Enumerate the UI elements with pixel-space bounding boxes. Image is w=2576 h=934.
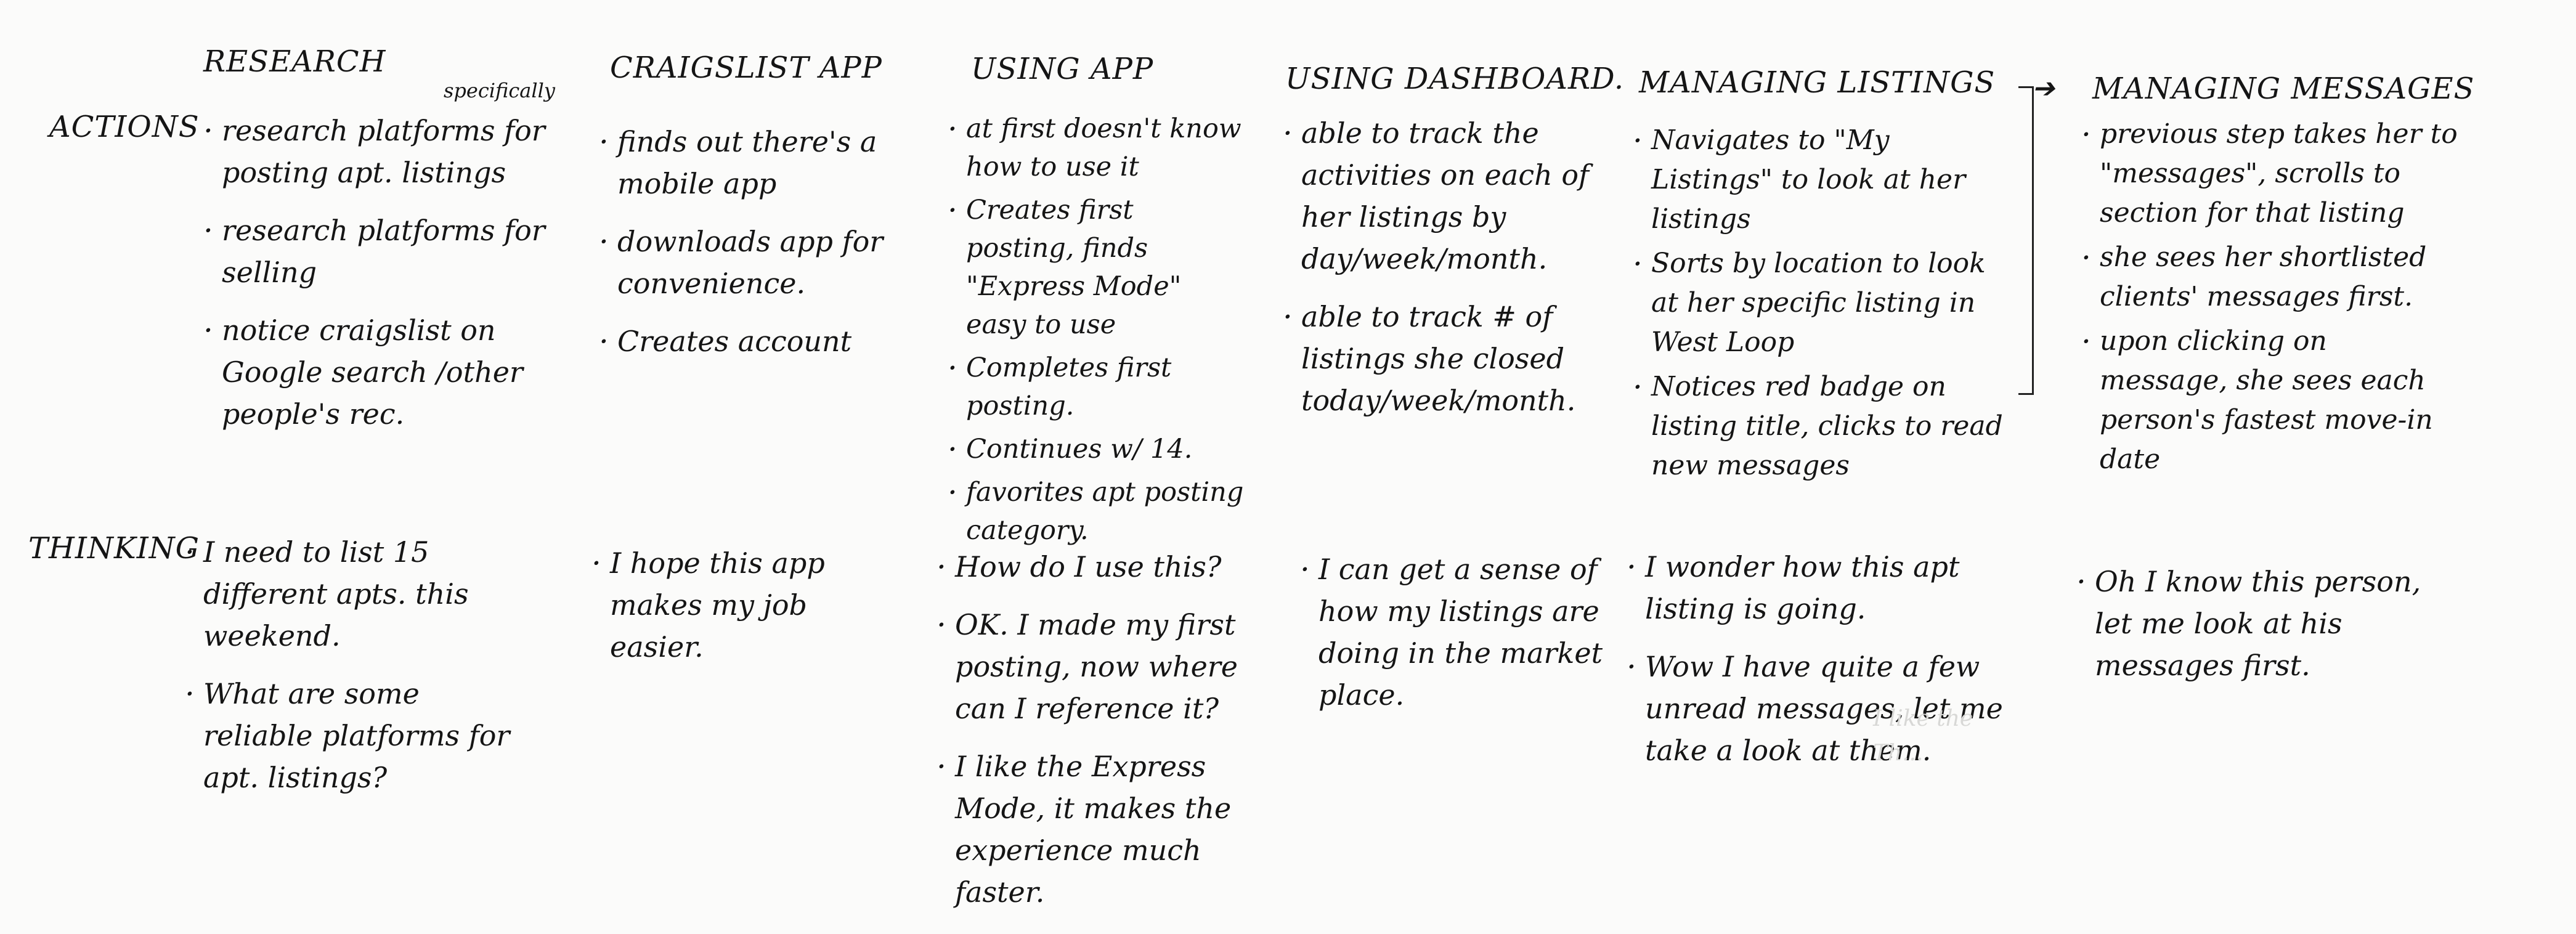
using-dashboard-thinking: I can get a sense of how my listings are…	[1300, 548, 1614, 732]
note: finds out there's a mobile app	[599, 121, 901, 205]
note: downloads app for convenience.	[599, 221, 901, 304]
note: I can get a sense of how my listings are…	[1300, 548, 1614, 716]
using-app-actions: at first doesn't know how to use it Crea…	[948, 110, 1249, 554]
note: she sees her shortlisted clients' messag…	[2081, 238, 2463, 317]
note: How do I use this?	[937, 546, 1269, 588]
managing-messages-thinking: Oh I know this person, let me look at hi…	[2076, 561, 2446, 702]
using-dashboard-actions: able to track the activities on each of …	[1283, 112, 1603, 437]
bleed-through-text: Th...	[1873, 741, 1924, 766]
note: I wonder how this apt listing is going.	[1627, 546, 2009, 630]
annotation-specifically: specifically	[444, 79, 555, 102]
column-title-research: RESEARCH	[203, 44, 386, 79]
note: Sorts by location to look at her specifi…	[1633, 244, 2015, 362]
note: research platforms for posting apt. list…	[203, 110, 573, 193]
note: Creates account	[599, 320, 901, 362]
note: What are some reliable platforms for apt…	[185, 673, 530, 798]
note: Navigates to "My Listings" to look at he…	[1633, 121, 2015, 239]
note: Wow I have quite a few unread messages, …	[1627, 646, 2009, 771]
note: research platforms for selling	[203, 209, 573, 293]
bracket-connector	[2018, 86, 2034, 395]
column-title-using-app: USING APP	[971, 52, 1154, 86]
managing-messages-actions: previous step takes her to "messages", s…	[2081, 115, 2463, 484]
column-title-managing-listings: MANAGING LISTINGS	[1639, 65, 1996, 100]
bleed-through-text: I like the	[1873, 706, 1973, 731]
craigslist-app-actions: finds out there's a mobile app downloads…	[599, 121, 901, 378]
note: Oh I know this person, let me look at hi…	[2076, 561, 2446, 686]
note: able to track the activities on each of …	[1283, 112, 1603, 280]
note: upon clicking on message, she sees each …	[2081, 322, 2463, 479]
row-label-actions: ACTIONS	[49, 110, 200, 144]
research-thinking: I need to list 15 different apts. this w…	[185, 531, 530, 814]
column-title-craigslist-app: CRAIGSLIST APP	[610, 51, 882, 85]
note: I hope this app makes my job easier.	[591, 542, 881, 668]
note: favorites apt posting category.	[948, 473, 1249, 550]
arrow-right-icon: ➔	[2032, 73, 2055, 104]
note: OK. I made my first posting, now where c…	[937, 604, 1269, 729]
note: I like the Express Mode, it makes the ex…	[937, 745, 1269, 913]
note: at first doesn't know how to use it	[948, 110, 1249, 186]
note: Notices red badge on listing title, clic…	[1633, 367, 2015, 485]
note: Creates first posting, finds "Express Mo…	[948, 191, 1249, 344]
column-title-using-dashboard: USING DASHBOARD.	[1285, 62, 1625, 96]
column-title-managing-messages: MANAGING MESSAGES	[2092, 71, 2475, 106]
note: able to track # of listings she closed t…	[1283, 296, 1603, 421]
note: I need to list 15 different apts. this w…	[185, 531, 530, 657]
craigslist-app-thinking: I hope this app makes my job easier.	[591, 542, 881, 684]
managing-listings-thinking: I wonder how this apt listing is going. …	[1627, 546, 2009, 787]
managing-listings-actions: Navigates to "My Listings" to look at he…	[1633, 121, 2015, 490]
using-app-thinking: How do I use this? OK. I made my first p…	[937, 546, 1269, 929]
note: previous step takes her to "messages", s…	[2081, 115, 2463, 233]
note: notice craigslist on Google search /othe…	[203, 309, 573, 435]
research-actions: research platforms for posting apt. list…	[203, 110, 573, 451]
row-label-thinking: THINKING	[28, 531, 200, 566]
note: Continues w/ 14.	[948, 430, 1249, 468]
note: Completes first posting.	[948, 349, 1249, 425]
